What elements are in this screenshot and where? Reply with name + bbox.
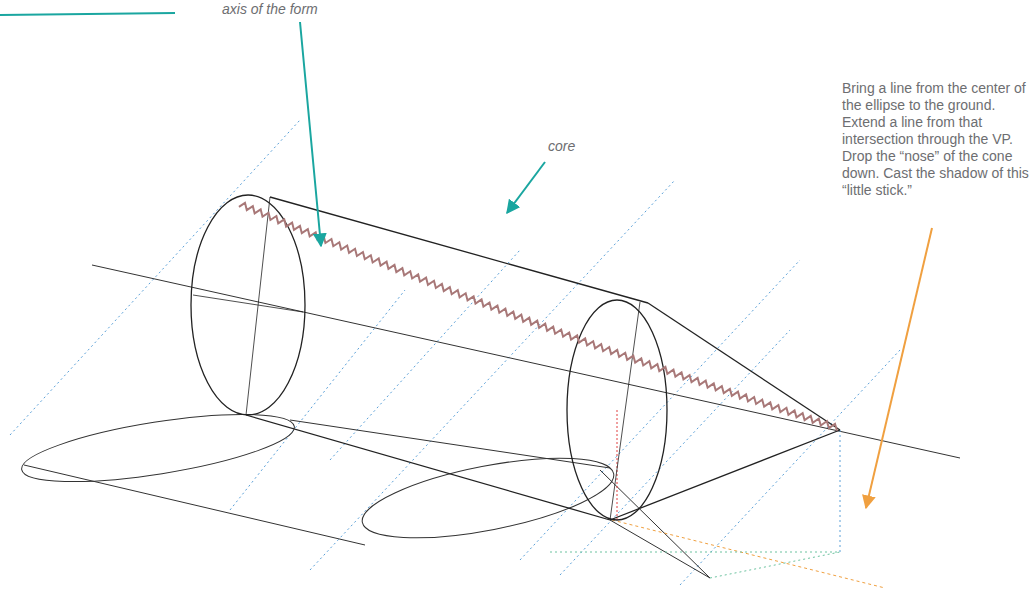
vp-line (612, 520, 885, 588)
core-label: core (548, 138, 608, 155)
nose-drop (840, 430, 841, 552)
leader-arrow (866, 228, 932, 508)
leader-arrow (507, 162, 545, 213)
leader-arrow (300, 22, 321, 246)
cylinder (191, 195, 840, 520)
axis-line (92, 265, 960, 458)
stick-shadow (710, 552, 840, 578)
ground-line (550, 552, 840, 553)
core-line (239, 203, 837, 431)
cast-shadow (18, 401, 710, 578)
light-rays (10, 120, 900, 585)
instruction-note: Bring a line from the center of the elli… (842, 80, 1030, 199)
form-axis-label: axis of the form (222, 1, 382, 18)
leader-line (0, 13, 175, 15)
